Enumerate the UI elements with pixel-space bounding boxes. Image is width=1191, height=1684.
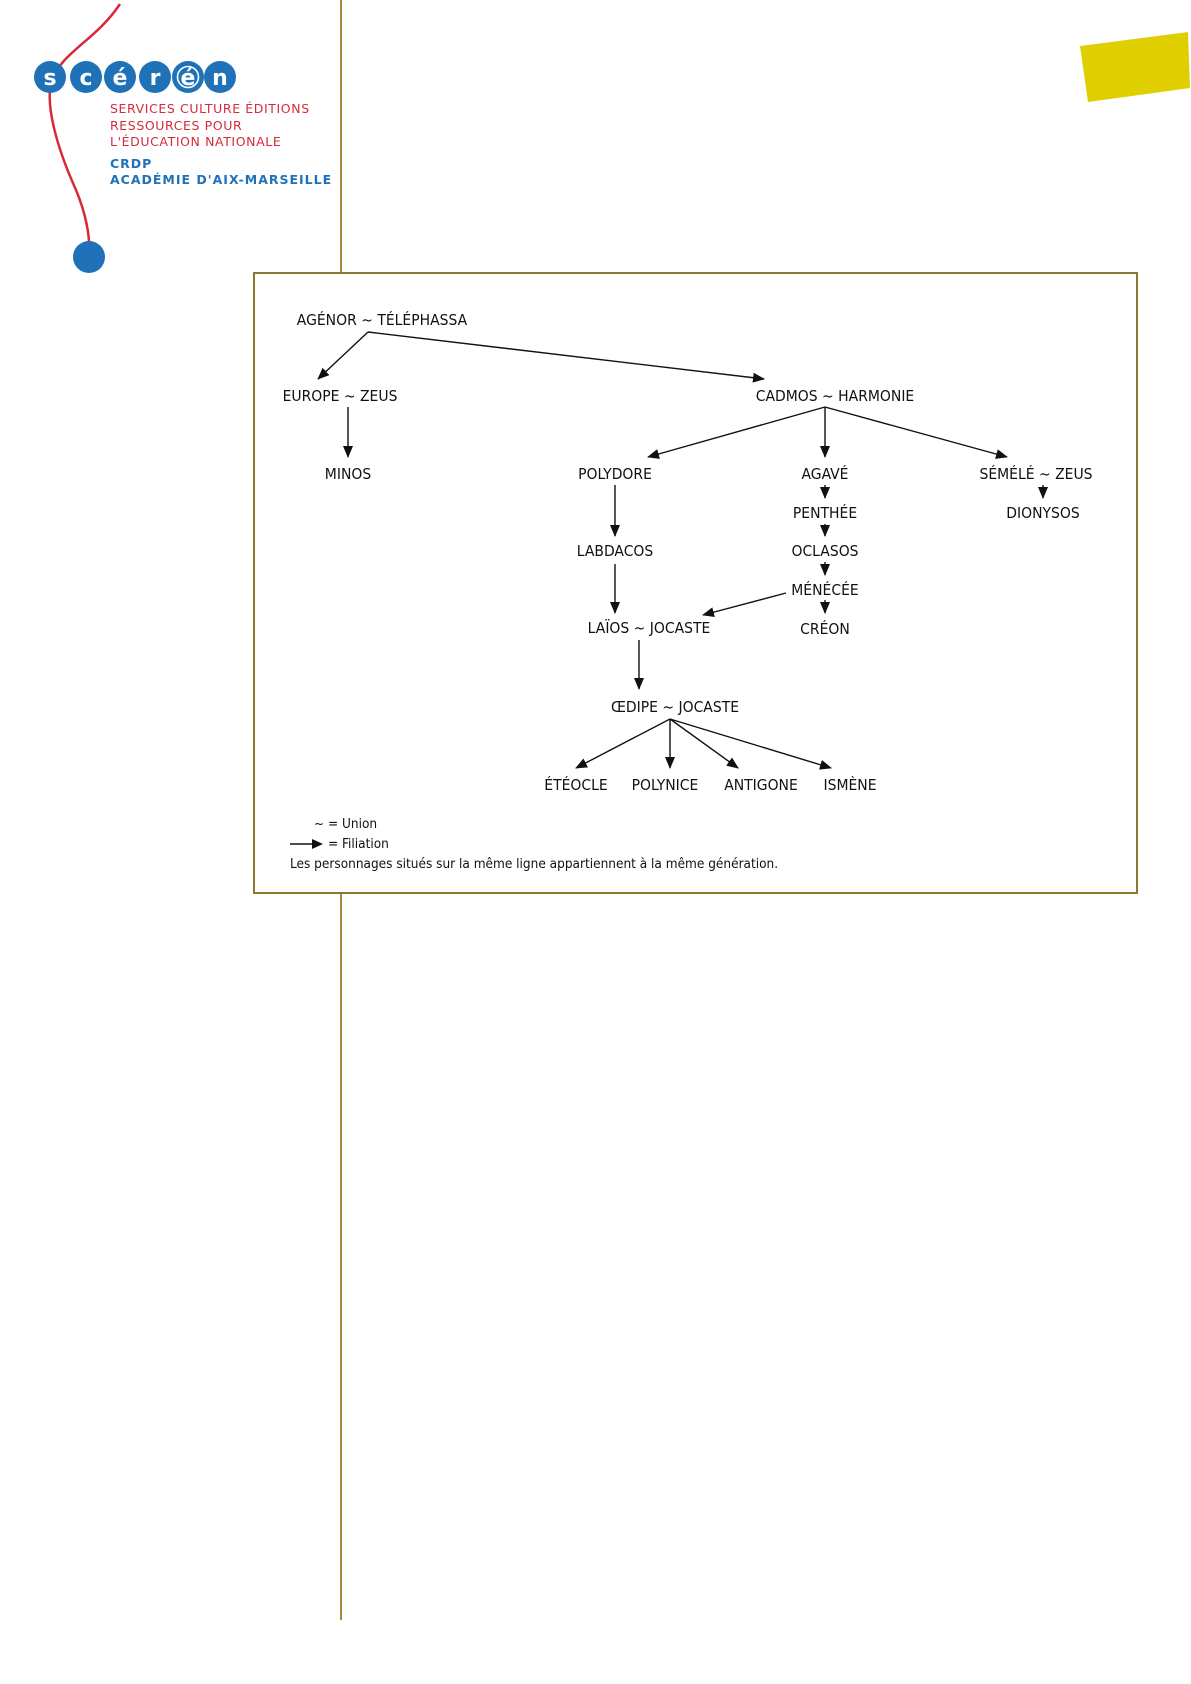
person-labdacos: LABDACOS [576,542,654,560]
filiation-label: = Filiation [328,836,389,852]
person-polydore: POLYDORE [578,465,652,483]
genealogy-frame: AGÉNOR ~ TÉLÉPHASSA EUROPE ~ ZEUS CADMOS ~… [253,272,1138,894]
person-polynice: POLYNICE [631,776,699,794]
person-minos: MINOS [324,465,372,483]
person-cadmos: CADMOS ~ HARMONIE [755,387,915,405]
person-laios: LAÏOS ~ JOCASTE [587,619,711,637]
person-ismene: ISMÈNE [823,776,877,794]
person-oedipe: ŒDIPE ~ JOCASTE [610,698,740,716]
filiation-arrow-oedipe-to-eteocle [575,718,671,769]
filiation-arrow-icon [290,839,323,849]
filiation-arrow-cadmos-to-polydore [647,406,826,459]
union-label: = Union [328,816,378,832]
yellow-corner-tab [1080,32,1190,102]
filiation-arrow-menecee-to-laios [702,592,787,618]
union-symbol: ~ [313,816,324,832]
person-oclasos: OCLASOS [791,542,859,560]
logo-line: SERVICES CULTURE ÉDITIONS [110,101,310,116]
legend: ~ = Union = Filiation Les personnages si… [290,814,778,874]
person-creon: CRÉON [800,620,850,638]
person-penthee: PENTHÉE [792,504,858,522]
logo-text: SERVICES CULTURE ÉDITIONS RESSOURCES POU… [110,101,332,189]
logo-line: RESSOURCES POUR [110,117,243,133]
person-eteocle: ÉTÉOCLE [544,776,608,794]
person-europe: EUROPE ~ ZEUS [282,387,398,405]
wordmark-letter: é [113,66,128,91]
person-menecee: MÉNÉCÉE [791,581,859,599]
filiation-arrow-agenor-to-europe [317,331,369,380]
person-agave: AGAVÉ [801,465,849,483]
legend-note: Les personnages situés sur la même ligne… [290,856,779,872]
logo-line: ACADÉMIE D'AIX-MARSEILLE [110,172,333,187]
person-agenor: AGÉNOR ~ TÉLÉPHASSA [296,311,468,329]
wordmark-letter: c [79,66,92,91]
genealogy-edges [317,331,1048,770]
person-dionysos: DIONYSOS [1006,504,1080,522]
filiation-arrow-oedipe-to-ismene [669,718,832,770]
filiation-arrow-cadmos-to-semele [824,406,1008,459]
wordmark-letter: s [43,66,56,91]
filiation-arrow-agenor-to-cadmos [367,331,765,383]
wordmark-letter: é [181,66,196,91]
filiation-arrow-oedipe-to-antigone [669,718,739,769]
logo-line: L'ÉDUCATION NATIONALE [110,134,282,149]
logo-line: CRDP [110,155,153,171]
wordmark-letter: r [150,66,161,91]
person-semele: SÉMÉLÉ ~ ZEUS [979,465,1093,483]
person-antigone: ANTIGONE [724,776,798,794]
wordmark-letter: n [212,66,228,91]
